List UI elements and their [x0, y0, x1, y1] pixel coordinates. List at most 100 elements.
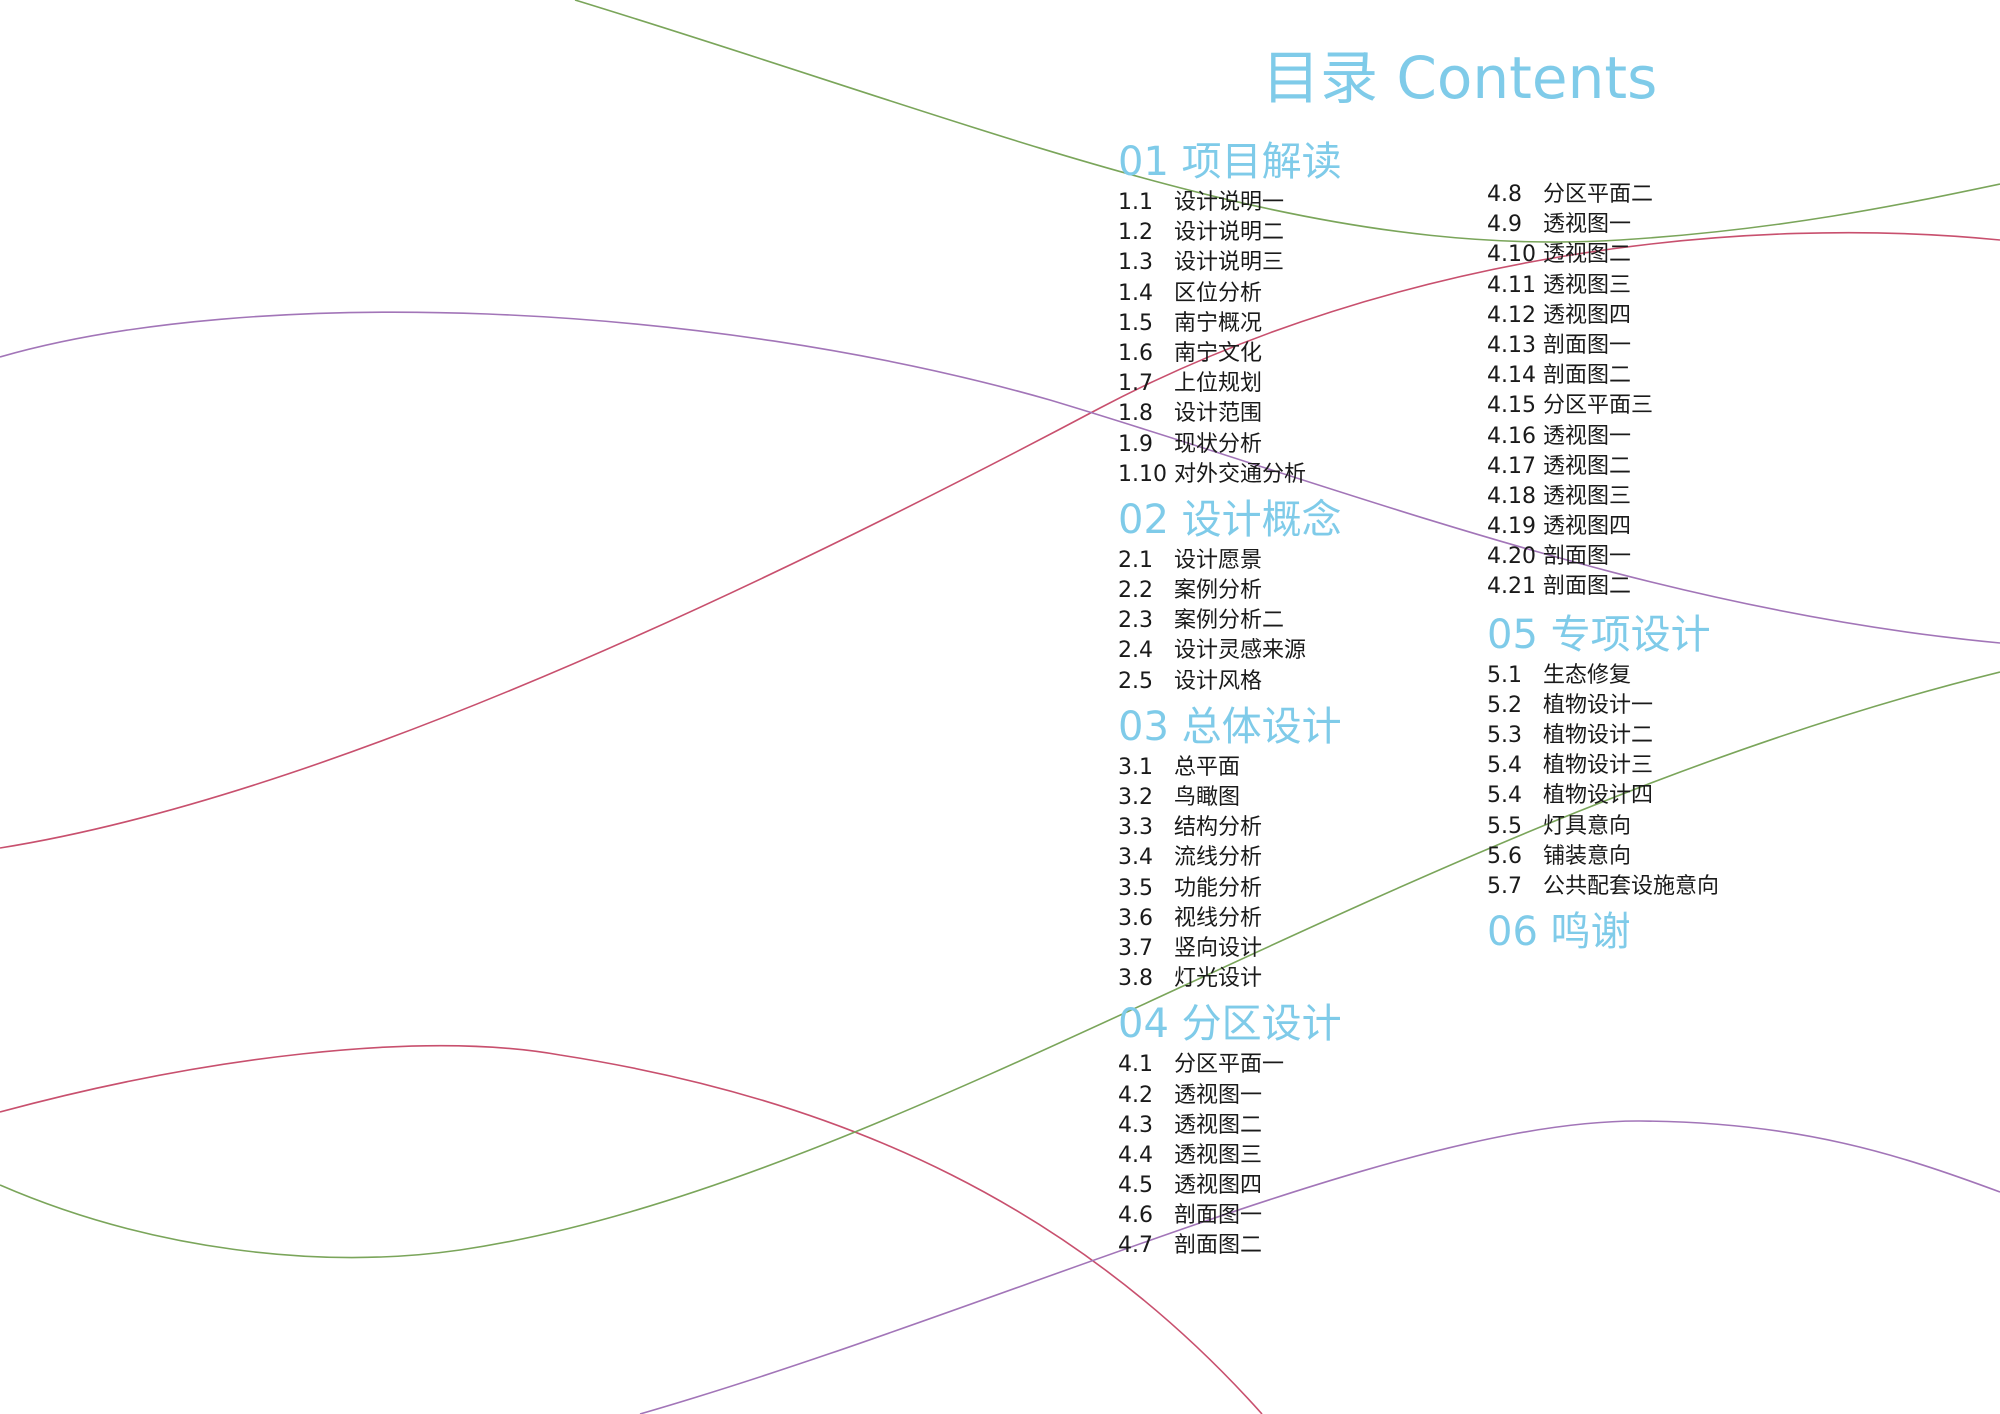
- entry-label: 灯具意向: [1543, 813, 1632, 839]
- toc-entry[interactable]: 4.7 剖面图二: [1118, 1231, 1342, 1261]
- entry-label: 透视图二: [1174, 1112, 1263, 1138]
- toc-entry[interactable]: 4.3 透视图二: [1118, 1111, 1342, 1141]
- entry-label: 透视图一: [1174, 1082, 1263, 1108]
- entry-label: 透视图一: [1543, 212, 1632, 238]
- entry-number: 2.1: [1118, 547, 1153, 573]
- entry-label: 设计灵感来源: [1174, 638, 1307, 664]
- entry-number: 3.1: [1118, 754, 1153, 780]
- entry-label: 剖面图二: [1543, 363, 1632, 389]
- entry-label: 功能分析: [1174, 875, 1263, 901]
- green-curve-top: [574, 0, 2000, 243]
- entry-number: 3.2: [1118, 785, 1153, 810]
- entry-number: 3.7: [1118, 935, 1153, 961]
- entry-label: 分区平面二: [1543, 182, 1654, 207]
- entry-number: 1.8: [1118, 401, 1153, 427]
- entry-label: 植物设计四: [1543, 783, 1654, 809]
- toc-entry[interactable]: 3.5 功能分析: [1118, 874, 1342, 904]
- toc-entry[interactable]: 4.14 剖面图二: [1487, 361, 1719, 391]
- toc-entry[interactable]: 1.8 设计范围: [1118, 399, 1342, 429]
- entry-number: 4.7: [1118, 1233, 1153, 1259]
- toc-entry[interactable]: 4.6 剖面图一: [1118, 1201, 1342, 1231]
- entry-label: 案例分析二: [1174, 608, 1285, 634]
- entry-label: 视线分析: [1174, 905, 1263, 931]
- entry-number: 4.16: [1487, 423, 1536, 449]
- entry-label: 鸟瞰图: [1174, 785, 1241, 810]
- entry-number: 4.6: [1118, 1203, 1153, 1229]
- entry-number: 3.5: [1118, 875, 1153, 901]
- entry-number: 1.4: [1118, 280, 1153, 306]
- section-title: 03 总体设计: [1118, 703, 1342, 750]
- entry-number: 4.14: [1487, 363, 1536, 389]
- entry-number: 4.20: [1487, 544, 1536, 570]
- entry-label: 设计范围: [1174, 401, 1263, 427]
- entry-number: 4.4: [1118, 1142, 1153, 1168]
- entry-label: 分区平面一: [1174, 1052, 1285, 1078]
- section-title: 05 专项设计: [1487, 611, 1711, 658]
- entry-label: 剖面图一: [1543, 544, 1632, 570]
- green-curve-lower: [0, 671, 2000, 1259]
- toc-entry[interactable]: 4.20 剖面图一: [1487, 542, 1719, 572]
- entry-label: 植物设计一: [1543, 692, 1654, 718]
- section-title: 02 设计概念: [1118, 496, 1342, 543]
- entry-number: 4.18: [1487, 483, 1536, 509]
- entry-label: 剖面图一: [1174, 1203, 1263, 1229]
- entry-number: 1.9: [1118, 431, 1153, 457]
- toc-entry[interactable]: 3.2 鸟瞰图: [1118, 783, 1342, 813]
- entry-number: 4.10: [1487, 242, 1536, 268]
- entry-label: 透视图四: [1543, 514, 1632, 540]
- entry-label: 剖面图二: [1174, 1233, 1263, 1259]
- entry-number: 4.3: [1118, 1112, 1153, 1138]
